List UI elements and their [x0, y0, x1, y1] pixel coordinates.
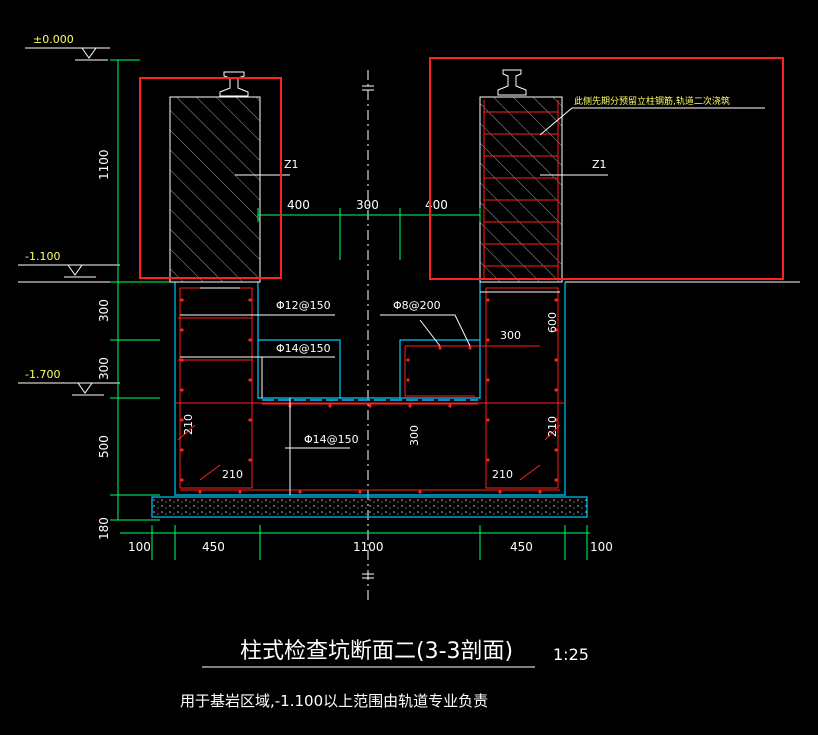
dim-top-300: 300 — [356, 198, 379, 212]
label-rebar-3: Φ8@200 — [393, 299, 441, 312]
elevation-mid: -1.100 — [25, 250, 60, 263]
elevation-markers: ±0.000 -1.100 -1.700 — [18, 33, 800, 396]
top-dim-chain — [257, 208, 481, 260]
rail-right — [497, 69, 527, 96]
rail-left — [219, 71, 249, 97]
dim-v-500: 500 — [97, 435, 111, 458]
dim-inner-210-right: 210 — [546, 416, 559, 437]
dim-h-450-left: 450 — [202, 540, 225, 554]
highlight-box-left — [139, 77, 282, 279]
highlight-box-right — [429, 57, 784, 280]
dim-inner-600: 600 — [546, 312, 559, 333]
label-z1-right: Z1 — [592, 158, 607, 171]
label-z1-left: Z1 — [284, 158, 299, 171]
label-rebar-1: Φ12@150 — [276, 299, 331, 312]
dim-v-180: 180 — [97, 517, 111, 540]
dim-top-400-right: 400 — [425, 198, 448, 212]
column-left — [169, 96, 261, 283]
dim-v-300a: 300 — [97, 299, 111, 322]
dim-h-100-left: 100 — [128, 540, 151, 554]
bottom-dim-chain — [120, 525, 590, 560]
dim-h-450-right: 450 — [510, 540, 533, 554]
leader-lines — [180, 107, 765, 495]
left-dimension-chain — [110, 59, 175, 521]
dim-inner-210-left: 210 — [182, 414, 195, 435]
pit-outline — [151, 282, 588, 518]
dim-inner-210-br: 210 — [492, 468, 513, 481]
label-note-top: 此侧先期分预留立柱钢筋,轨道二次浇筑 — [574, 95, 730, 107]
dim-h-1100: 1100 — [353, 540, 384, 554]
dim-inner-210-bl: 210 — [222, 468, 243, 481]
column-right — [479, 96, 563, 283]
label-rebar-4: Φ14@150 — [304, 433, 359, 446]
elevation-top: ±0.000 — [33, 33, 74, 46]
rebar-cage — [175, 287, 565, 491]
dim-top-400-left: 400 — [287, 198, 310, 212]
dim-inner-300: 300 — [500, 329, 521, 342]
dim-inner-300-v: 300 — [408, 425, 421, 446]
dim-v-1100: 1100 — [97, 149, 111, 180]
drawing-scale: 1:25 — [553, 645, 589, 664]
drawing-subtitle: 用于基岩区域,-1.100以上范围由轨道专业负责 — [180, 692, 488, 710]
dim-h-100-right: 100 — [590, 540, 613, 554]
label-rebar-2: Φ14@150 — [276, 342, 331, 355]
drawing-title: 柱式检查坑断面二(3-3剖面) — [240, 639, 513, 664]
rebar-dots — [180, 298, 558, 494]
elevation-low: -1.700 — [25, 368, 60, 381]
dim-v-300b: 300 — [97, 357, 111, 380]
